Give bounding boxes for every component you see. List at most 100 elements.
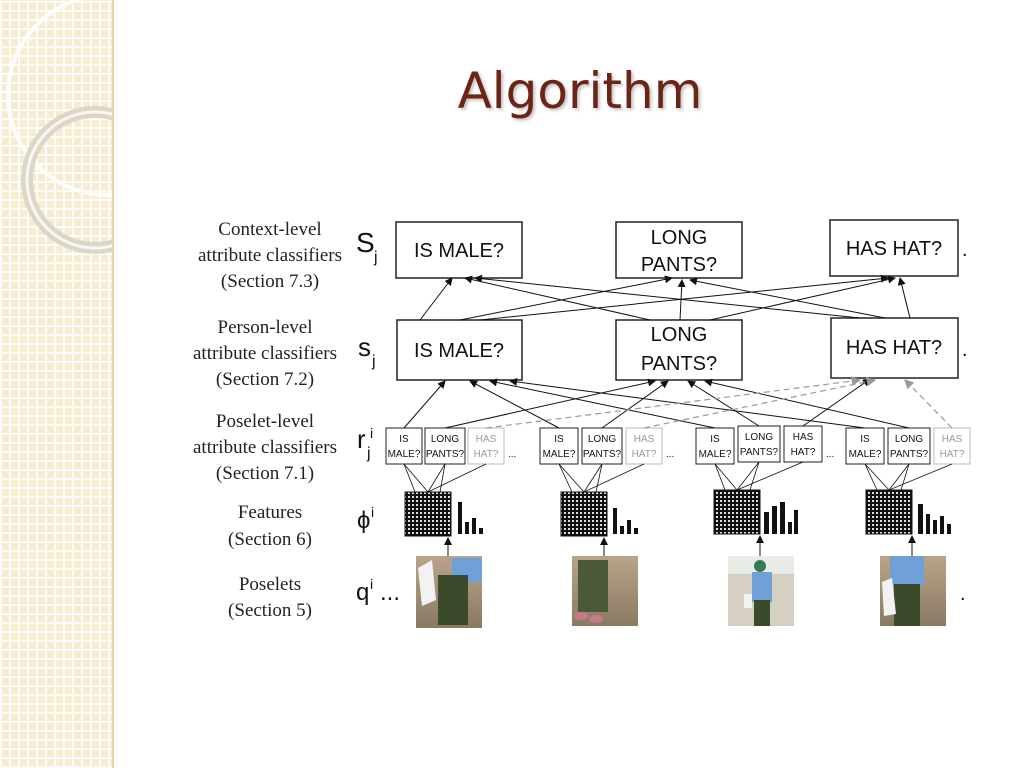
hog-feature-2 <box>560 491 608 537</box>
person-box-has-hat <box>830 317 959 379</box>
svg-text:LONG: LONG <box>745 432 774 443</box>
person-long-pants-text-2: PANTS? <box>641 353 717 375</box>
poselet-label-line1: Poselet-level <box>216 411 314 432</box>
poselet-image-1 <box>416 556 482 628</box>
person-is-male-text: IS MALE? <box>414 340 504 362</box>
symbol-phi-sup: i <box>371 504 374 520</box>
person-level-row: IS MALE? LONG PANTS? HAS HAT? . <box>396 317 968 381</box>
svg-text:HAS: HAS <box>634 434 655 445</box>
person-label-line3: (Section 7.2) <box>216 369 314 390</box>
poselet-label-line2: attribute classifiers <box>193 437 337 458</box>
poselet-to-person-arrows <box>403 377 910 429</box>
person-label-line2: attribute classifiers <box>193 343 337 364</box>
symbol-S-sub: j <box>373 249 378 266</box>
context-level-row: IS MALE? LONG PANTS? HAS HAT? . <box>395 219 968 279</box>
sidebar-rings <box>6 0 112 254</box>
person-to-context-arrows <box>419 274 911 321</box>
person-has-hat-text: HAS HAT? <box>846 337 942 359</box>
decorative-sidebar <box>0 0 114 768</box>
svg-text:MALE?: MALE? <box>849 449 882 460</box>
symbol-r: r <box>357 424 366 454</box>
context-box-is-male <box>395 221 523 279</box>
poselets-label-line1: Poselets <box>239 574 301 595</box>
svg-text:IS: IS <box>710 434 720 445</box>
context-box-long-pants <box>615 221 743 279</box>
svg-text:PANTS?: PANTS? <box>890 449 929 460</box>
hog-feature-4 <box>865 489 913 535</box>
svg-text:MALE?: MALE? <box>388 449 421 460</box>
poselets-label-line2: (Section 5) <box>228 600 312 621</box>
feature-group-4 <box>864 463 953 535</box>
svg-text:MALE?: MALE? <box>699 449 732 460</box>
symbol-phi: ϕ <box>357 507 370 534</box>
poselet-image-2 <box>572 556 638 626</box>
pg4-is-male-box <box>845 427 885 465</box>
person-long-pants-text-1: LONG <box>651 324 708 346</box>
poselet-label-line3: (Section 7.1) <box>216 463 314 484</box>
symbol-r-sub: j <box>366 445 371 462</box>
svg-text:HAT?: HAT? <box>474 449 499 460</box>
features-row <box>403 461 953 537</box>
symbol-q-sup: i <box>370 576 373 592</box>
feature-group-3 <box>713 461 804 535</box>
pg2-is-male-box <box>539 427 579 465</box>
person-label-line1: Person-level <box>218 317 313 338</box>
poselets-dot: . <box>960 583 966 605</box>
poselet-image-4 <box>880 556 946 626</box>
svg-text:LONG: LONG <box>431 434 460 445</box>
person-dot: . <box>962 339 968 361</box>
poselet-group-1: IS MALE? LONG PANTS? HAS HAT? ... <box>385 427 516 465</box>
svg-text:HAT?: HAT? <box>632 449 657 460</box>
poselet-group-3: IS MALE? LONG PANTS? HAS HAT? ... <box>695 425 834 465</box>
svg-text:PANTS?: PANTS? <box>583 449 622 460</box>
svg-text:...: ... <box>666 449 674 460</box>
context-long-pants-text-2: PANTS? <box>641 254 717 276</box>
pg2-has-hat-box <box>625 427 663 465</box>
poselet-group-2: IS MALE? LONG PANTS? HAS HAT? ... <box>539 427 674 465</box>
svg-text:PANTS?: PANTS? <box>426 449 465 460</box>
context-label-line3: (Section 7.3) <box>221 271 319 292</box>
svg-text:HAS: HAS <box>942 434 963 445</box>
context-is-male-text: IS MALE? <box>414 240 504 262</box>
features-label-line2: (Section 6) <box>228 529 312 550</box>
pg1-long-pants-box <box>424 427 466 465</box>
context-dot: . <box>962 239 968 261</box>
symbol-r-sup: i <box>370 425 373 441</box>
level-symbols: S j s j r j i ϕ i q i ... <box>356 227 400 606</box>
svg-text:MALE?: MALE? <box>543 449 576 460</box>
poselets-ellipsis: ... <box>380 579 400 606</box>
svg-text:IS: IS <box>860 434 870 445</box>
hog-feature-1 <box>404 491 452 537</box>
poselet-to-person-dashed-arrows <box>485 376 953 429</box>
svg-text:PANTS?: PANTS? <box>740 447 779 458</box>
pg1-has-hat-box <box>467 427 505 465</box>
features-label-line1: Features <box>238 502 302 523</box>
person-box-is-male <box>396 319 523 381</box>
svg-text:HAS: HAS <box>476 434 497 445</box>
hog-feature-3 <box>713 489 761 535</box>
poselet-image-3 <box>728 556 794 626</box>
poselet-group-4: IS MALE? LONG PANTS? HAS HAT? <box>845 427 971 465</box>
pg3-has-hat-box <box>783 425 823 463</box>
image-to-feature-arrows <box>444 535 916 556</box>
context-has-hat-text: HAS HAT? <box>846 238 942 260</box>
svg-text:HAT?: HAT? <box>940 449 965 460</box>
svg-text:LONG: LONG <box>895 434 924 445</box>
symbol-s-sub: j <box>371 353 376 370</box>
svg-text:IS: IS <box>554 434 564 445</box>
poselet-images: . <box>416 556 966 628</box>
symbol-S: S <box>356 227 375 258</box>
feature-group-1 <box>403 463 487 537</box>
level-labels: Context-level attribute classifiers (Sec… <box>193 219 342 621</box>
svg-text:...: ... <box>826 449 834 460</box>
context-box-has-hat <box>829 219 959 277</box>
context-label-line2: attribute classifiers <box>198 245 342 266</box>
pg1-is-male-box <box>385 427 423 465</box>
svg-text:IS: IS <box>399 434 409 445</box>
context-label-line1: Context-level <box>218 219 321 240</box>
context-long-pants-text-1: LONG <box>651 227 708 249</box>
svg-text:...: ... <box>508 449 516 460</box>
slide-title: Algorithm <box>457 62 703 120</box>
person-box-long-pants <box>615 319 743 381</box>
